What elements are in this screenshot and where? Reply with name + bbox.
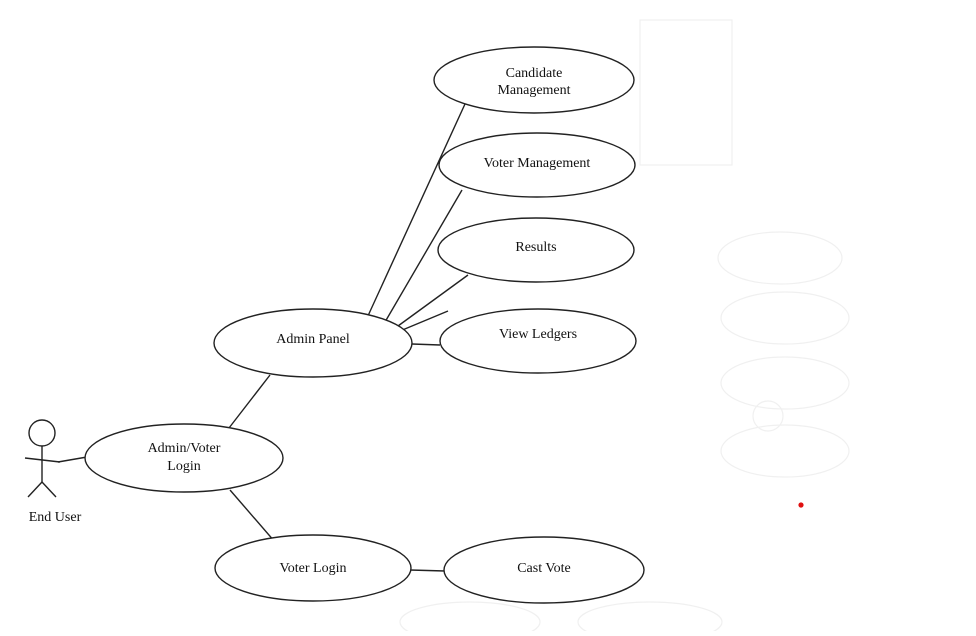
actor-label: End User bbox=[29, 510, 82, 525]
association-lines bbox=[57, 103, 469, 572]
results-label: Results bbox=[515, 240, 556, 255]
use-case-admin-voter-login: Admin/Voter Login bbox=[84, 423, 284, 493]
admin-panel-ellipse bbox=[213, 308, 413, 378]
background-ghost bbox=[399, 19, 850, 636]
ghost-ellipse bbox=[720, 424, 850, 478]
actor-head bbox=[28, 419, 56, 447]
voter-management-label: Voter Management bbox=[484, 156, 591, 171]
use-case-admin-panel: Admin Panel bbox=[213, 308, 413, 378]
admin-voter-login-label-line2: Login bbox=[167, 459, 200, 474]
ghost-ellipse bbox=[720, 356, 850, 410]
actor-arms bbox=[24, 457, 61, 463]
edge-adminpanel-ledgers-top bbox=[399, 310, 449, 332]
use-case-cast-vote: Cast Vote bbox=[443, 536, 645, 604]
use-case-voter-login: Voter Login bbox=[214, 534, 412, 602]
actor-left-leg bbox=[27, 481, 43, 498]
cast-vote-label: Cast Vote bbox=[517, 561, 571, 576]
candidate-management-label-line1: Candidate bbox=[506, 66, 563, 81]
edge-adminpanel-ledgers bbox=[411, 343, 441, 346]
ghost-ellipse bbox=[577, 601, 723, 636]
edge-adminpanel-results bbox=[397, 274, 469, 327]
actor-right-leg bbox=[41, 481, 57, 498]
candidate-management-ellipse bbox=[433, 46, 635, 114]
edge-login-adminpanel bbox=[228, 374, 271, 429]
actor-end-user: End User bbox=[24, 419, 82, 525]
ghost-panel bbox=[639, 19, 733, 166]
voter-login-ellipse bbox=[214, 534, 412, 602]
results-ellipse bbox=[437, 217, 635, 283]
ghost-circle bbox=[752, 400, 784, 432]
ghost-ellipse bbox=[720, 291, 850, 345]
edge-actor-login bbox=[57, 456, 88, 463]
use-case-candidate-management: Candidate Management bbox=[433, 46, 635, 114]
use-case-results: Results bbox=[437, 217, 635, 283]
edge-adminpanel-candidate bbox=[366, 103, 466, 319]
edge-adminpanel-votermgmt bbox=[384, 189, 463, 323]
view-ledgers-ellipse bbox=[439, 308, 637, 374]
view-ledgers-label: View Ledgers bbox=[499, 327, 577, 342]
edge-login-voterlogin bbox=[229, 489, 276, 543]
cast-vote-ellipse bbox=[443, 536, 645, 604]
voter-management-ellipse bbox=[438, 132, 636, 198]
ghost-ellipse bbox=[399, 601, 541, 636]
use-case-voter-management: Voter Management bbox=[438, 132, 636, 198]
red-marker-dot bbox=[798, 502, 804, 508]
voter-login-label: Voter Login bbox=[279, 561, 346, 576]
candidate-management-label-line2: Management bbox=[497, 83, 570, 98]
use-case-view-ledgers: View Ledgers bbox=[439, 308, 637, 374]
admin-voter-login-ellipse bbox=[84, 423, 284, 493]
admin-voter-login-label-line1: Admin/Voter bbox=[148, 441, 221, 456]
admin-panel-label: Admin Panel bbox=[276, 332, 350, 347]
edge-voterlogin-castvote bbox=[409, 569, 446, 572]
ghost-ellipse bbox=[717, 231, 843, 285]
